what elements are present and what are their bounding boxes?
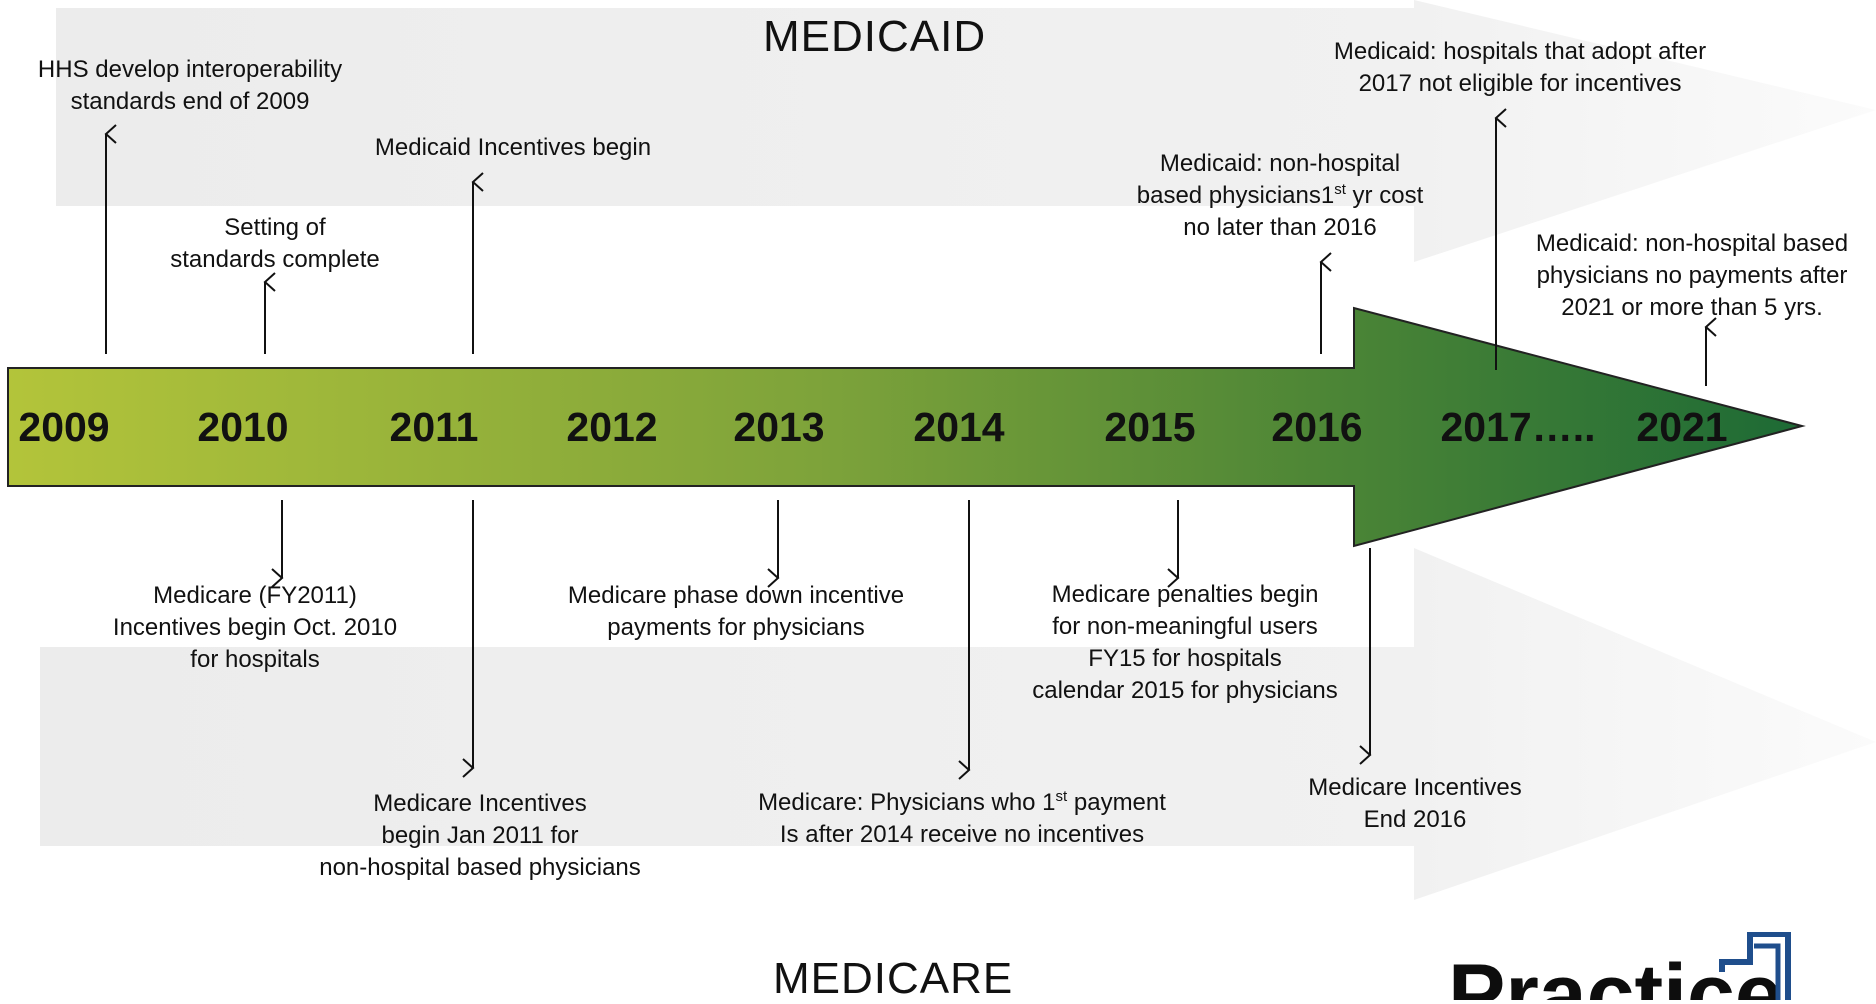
- year-2010: 2010: [197, 404, 289, 450]
- note-medicare-hospitals-oct-2010: Medicare (FY2011) Incentives begin Oct. …: [112, 582, 398, 673]
- year-2012: 2012: [566, 404, 658, 450]
- note-medicare-incentives-jan-2011: Medicare Incentives begin Jan 2011 for n…: [319, 790, 641, 881]
- note-medicaid-nonhospital-first-year: Medicaid: non-hospital based physicians1…: [1136, 150, 1424, 241]
- practice1-logo: Practice: [1448, 932, 1858, 1000]
- note-medicare-phase-down: Medicare phase down incentive payments f…: [567, 582, 905, 641]
- year-2016: 2016: [1271, 404, 1363, 450]
- year-2017: 2017…..: [1440, 404, 1596, 450]
- note-medicaid-no-payments-after-2021: Medicaid: non-hospital based physicians …: [1535, 230, 1849, 321]
- medicaid-title: MEDICAID: [763, 12, 987, 61]
- year-2009: 2009: [18, 404, 110, 450]
- year-2015: 2015: [1104, 404, 1196, 450]
- year-2021: 2021: [1636, 404, 1728, 450]
- note-standards-complete: Setting of standards complete: [170, 214, 380, 273]
- year-2013: 2013: [733, 404, 825, 450]
- note-hhs-standards: HHS develop interoperability standards e…: [37, 56, 343, 115]
- note-medicare-incentives-end-2016: Medicare Incentives End 2016: [1308, 774, 1522, 833]
- note-medicare-penalties-begin: Medicare penalties begin for non-meaning…: [1032, 581, 1338, 704]
- logo-one-mark-icon: [1719, 932, 1791, 1000]
- year-2011: 2011: [389, 404, 479, 450]
- timeline-arrow: [7, 306, 1806, 548]
- note-medicaid-hospitals-after-2017: Medicaid: hospitals that adopt after 201…: [1333, 38, 1707, 97]
- medicare-band: [40, 548, 1876, 900]
- year-2014: 2014: [913, 404, 1005, 450]
- medicare-title: MEDICARE: [773, 954, 1014, 1003]
- note-medicaid-incentives-begin: Medicaid Incentives begin: [374, 134, 652, 161]
- note-medicare-first-payment-after-2014: Medicare: Physicians who 1st payment Is …: [758, 788, 1166, 848]
- medicaid-band: [56, 0, 1876, 262]
